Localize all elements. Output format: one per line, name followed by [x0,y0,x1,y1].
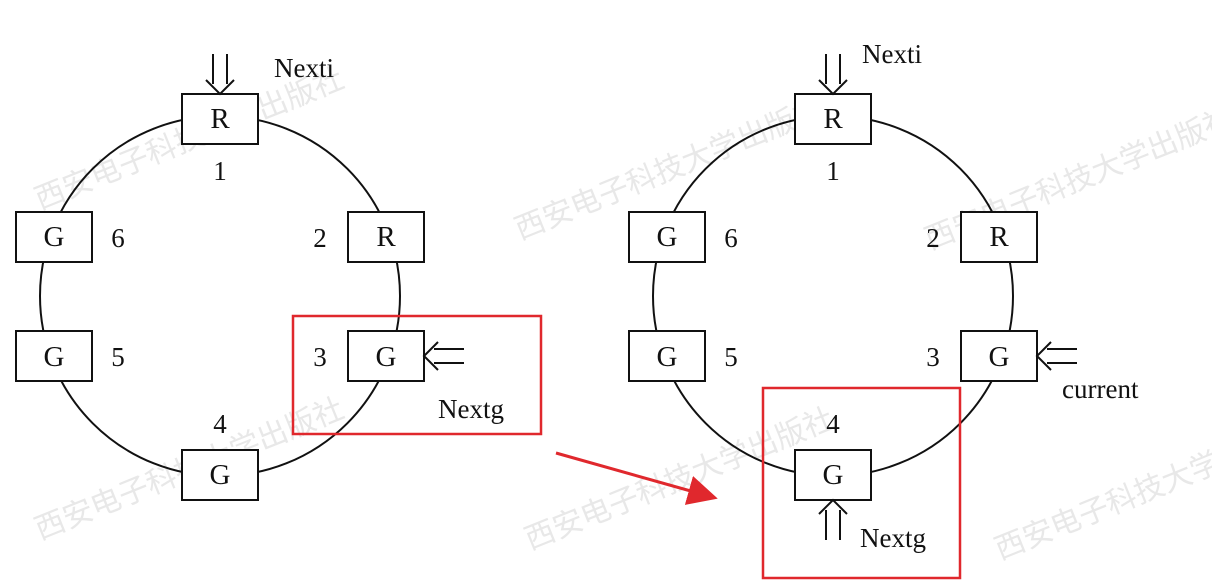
right-node-2: R 2 [926,211,1038,263]
left-node-3-index: 3 [313,342,327,372]
left-node-3-letter: G [376,341,397,373]
left-nextg-arrow-icon [422,341,464,371]
left-node-4-index: 4 [213,409,227,439]
right-node-3-letter: G [989,341,1010,373]
right-node-1-letter: R [823,103,843,135]
right-node-2-index: 2 [926,223,940,253]
right-ring: R 1 R 2 G 3 G 4 G 5 G 6 [628,39,1139,580]
right-node-4-letter: G [823,459,844,491]
right-node-3: G 3 [926,330,1038,382]
left-node-4: G 4 [181,409,259,501]
left-node-6-index: 6 [111,223,125,253]
watermark-text: 西安电子科技大学出版社 [520,401,839,557]
right-nexti-label: Nexti [862,39,922,69]
right-node-4-index: 4 [826,409,840,439]
right-node-5-index: 5 [724,342,738,372]
left-node-2: R 2 [313,211,425,263]
right-node-6-index: 6 [724,223,738,253]
right-node-6: G 6 [628,211,738,263]
transition-arrow [555,451,718,505]
left-node-2-letter: R [376,221,396,253]
left-node-5: G 5 [15,330,125,382]
left-nexti-label: Nexti [274,53,334,83]
left-nextg-label: Nextg [438,394,504,424]
right-node-5-letter: G [657,341,678,373]
left-ring: R 1 R 2 G 3 G 4 G 5 G 6 [15,53,543,501]
left-node-2-index: 2 [313,223,327,253]
right-nextg-label: Nextg [860,523,926,553]
right-node-3-index: 3 [926,342,940,372]
right-node-1: R 1 [794,93,872,186]
left-node-5-index: 5 [111,342,125,372]
right-current-label: current [1062,374,1139,404]
right-node-4: G 4 [794,409,872,501]
left-node-4-letter: G [210,459,231,491]
left-node-6-letter: G [44,221,65,253]
right-node-5: G 5 [628,330,738,382]
left-node-1-index: 1 [213,156,227,186]
left-node-1-letter: R [210,103,230,135]
left-node-6: G 6 [15,211,125,263]
left-node-3: G 3 [313,330,425,382]
left-node-1: R 1 [181,93,259,186]
right-nexti-arrow-icon [818,54,848,96]
right-nextg-arrow-icon [818,498,848,540]
watermark-text: 西安电子科技大学出版社 [990,411,1212,567]
right-node-1-index: 1 [826,156,840,186]
right-node-2-letter: R [989,221,1009,253]
left-highlight-box [291,314,543,436]
right-highlight-box [761,386,962,580]
left-nexti-arrow-icon [205,54,235,96]
left-node-5-letter: G [44,341,65,373]
right-current-arrow-icon [1035,341,1077,371]
right-node-6-letter: G [657,221,678,253]
